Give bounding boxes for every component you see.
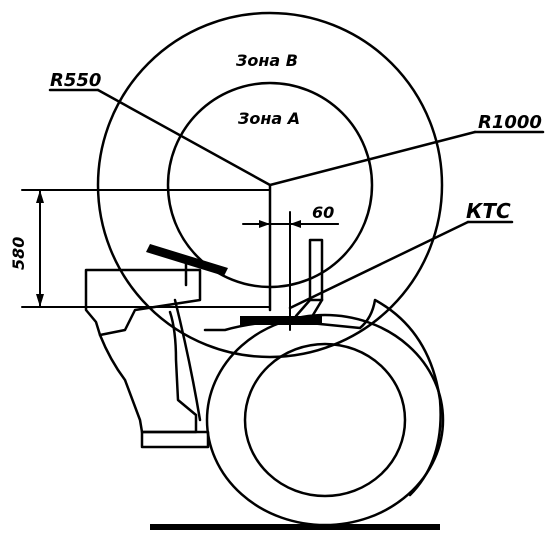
fender-outline <box>203 298 442 497</box>
zone-b-label: Зона В <box>235 51 298 70</box>
radius-small-line <box>96 88 272 187</box>
ground-line <box>150 524 440 530</box>
dim-arrow-down <box>36 294 44 307</box>
dim-arrow-up <box>36 190 44 203</box>
seat-inner <box>173 298 202 422</box>
radius-large-line <box>268 130 477 187</box>
pedal-column <box>308 238 324 302</box>
floor-block <box>140 430 210 449</box>
seat-back <box>84 268 202 337</box>
dim60-arrow-left <box>259 220 270 228</box>
radius-small-label: R550 <box>50 70 101 91</box>
tire-outer <box>205 313 445 527</box>
tire-inner <box>243 342 407 498</box>
dim-vertical-label: 580 <box>9 237 28 270</box>
part-label: КТС <box>466 199 511 223</box>
part-leader-line <box>288 220 470 310</box>
radius-large-label: R1000 <box>478 112 542 133</box>
dim-horizontal-label: 60 <box>312 203 334 222</box>
zone-b-circle <box>96 11 444 359</box>
zone-a-label: Зона А <box>237 109 300 128</box>
dim60-arrow-right <box>290 220 301 228</box>
